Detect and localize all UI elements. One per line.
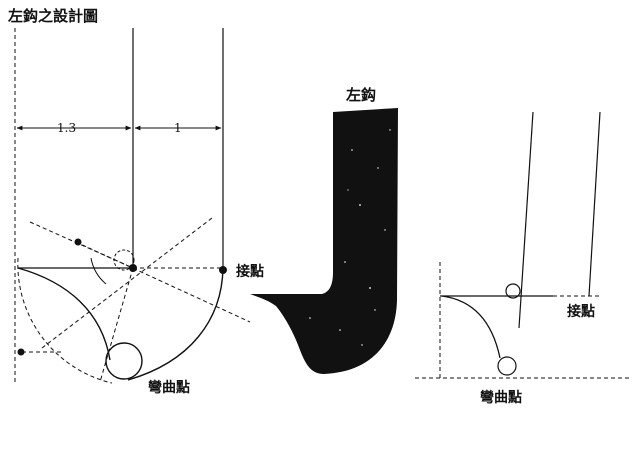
dimension-label-left: 1.3 <box>57 121 76 135</box>
diagonal-dashed-3 <box>29 221 134 269</box>
joint-small-dashed-circle <box>113 249 135 271</box>
stroke-speckles <box>309 129 391 346</box>
right-slant-guide-2 <box>588 111 601 297</box>
right-bend-circle <box>497 356 517 376</box>
right-slant-guide-1 <box>518 111 534 329</box>
diagram-title: 左鈎之設計圖 <box>7 7 98 25</box>
right-bend-point-label: 彎曲點 <box>480 389 522 406</box>
left-point <box>17 348 25 356</box>
construction-points <box>17 238 227 356</box>
diagonal-dashed-2 <box>41 217 213 349</box>
angle-arc <box>90 257 107 285</box>
right-joint-circle <box>505 283 521 299</box>
joint-point-marker <box>219 266 227 274</box>
design-construction <box>14 28 251 385</box>
stroke-title: 左鈎 <box>345 86 376 104</box>
right-construction <box>415 111 632 379</box>
left-hook-stroke <box>250 108 398 374</box>
upper-left-point <box>74 238 82 246</box>
outer-curve <box>127 267 224 381</box>
diagonal-dashed-1 <box>75 241 251 323</box>
right-inner-curve <box>441 295 501 359</box>
bend-circle <box>105 342 143 380</box>
diagonal-dashed-4 <box>99 267 134 383</box>
right-joint-point-label: 接點 <box>567 303 595 320</box>
large-dashed-arc <box>17 257 113 384</box>
inner-curve <box>17 267 111 361</box>
center-point <box>129 264 137 272</box>
dimension-label-right: 1 <box>174 121 182 135</box>
bend-point-label: 彎曲點 <box>148 379 190 396</box>
joint-point-label: 接點 <box>236 263 264 280</box>
